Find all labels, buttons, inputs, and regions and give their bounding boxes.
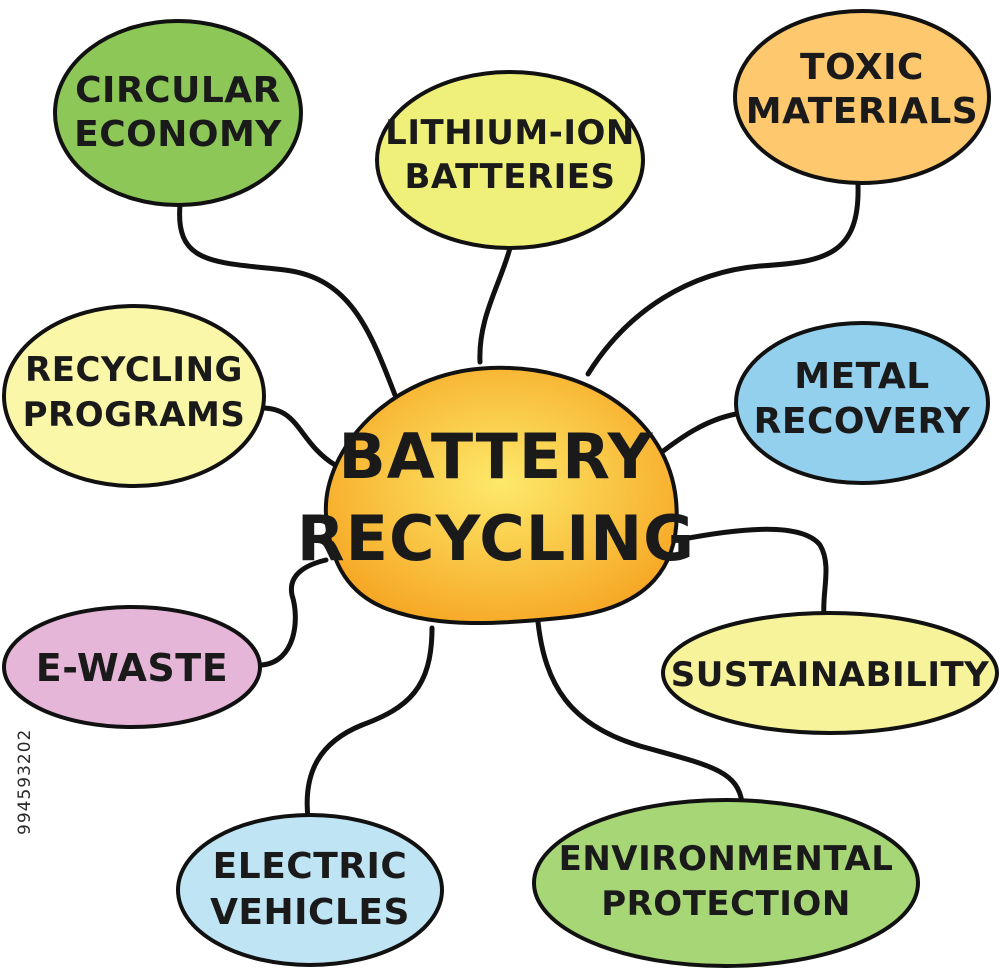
central-node: BATTERY RECYCLING — [297, 365, 695, 626]
label-circular-economy-1: CIRCULAR — [75, 70, 281, 111]
nodes: CIRCULAR ECONOMY LITHIUM-ION BATTERIES T… — [2, 9, 999, 968]
node-sustainability: SUSTAINABILITY — [661, 611, 999, 735]
label-e-waste: E-WASTE — [36, 646, 228, 690]
connector-e-waste — [259, 557, 329, 668]
connectors — [177, 182, 861, 821]
label-electric-vehicles-2: VEHICLES — [210, 892, 410, 933]
node-lithium-ion-batteries: LITHIUM-ION BATTERIES — [375, 70, 645, 250]
image-id: 994593202 — [15, 729, 35, 835]
node-circular-economy: CIRCULAR ECONOMY — [53, 19, 303, 207]
bubble-metal-recovery — [734, 321, 990, 485]
connector-metal-recovery — [655, 411, 739, 458]
label-environmental-protection-1: ENVIRONMENTAL — [559, 839, 894, 879]
label-toxic-materials-2: MATERIALS — [746, 91, 978, 132]
bubble-electric-vehicles — [176, 813, 444, 967]
connector-recycling-programs — [259, 405, 338, 468]
connector-environmental-protection — [535, 619, 745, 806]
bubble-circular-economy — [53, 19, 303, 207]
node-toxic-materials: TOXIC MATERIALS — [733, 9, 991, 185]
connector-electric-vehicles — [304, 625, 435, 821]
central-title-line1: BATTERY — [338, 420, 653, 493]
node-recycling-programs: RECYCLING PROGRAMS — [2, 304, 266, 488]
central-bubble — [323, 365, 679, 626]
node-electric-vehicles: ELECTRIC VEHICLES — [176, 813, 444, 967]
connector-sustainability — [675, 526, 829, 618]
connector-lithium-ion — [477, 245, 513, 365]
node-environmental-protection: ENVIRONMENTAL PROTECTION — [532, 798, 920, 968]
bubble-lithium-ion-batteries — [375, 70, 645, 250]
label-metal-recovery-1: METAL — [794, 356, 929, 397]
connector-toxic-materials — [585, 182, 861, 377]
bubble-toxic-materials — [733, 9, 991, 185]
bubble-sustainability — [661, 611, 999, 735]
bubble-e-waste — [2, 605, 262, 729]
label-environmental-protection-2: PROTECTION — [601, 884, 851, 924]
node-metal-recovery: METAL RECOVERY — [734, 321, 990, 485]
central-title-line2: RECYCLING — [297, 502, 695, 575]
bubble-recycling-programs — [2, 304, 266, 488]
node-e-waste: E-WASTE — [2, 605, 262, 729]
label-lithium-ion-2: BATTERIES — [404, 157, 615, 197]
label-circular-economy-2: ECONOMY — [74, 114, 282, 155]
bubble-environmental-protection — [532, 798, 920, 968]
label-electric-vehicles-1: ELECTRIC — [213, 846, 408, 887]
label-toxic-materials-1: TOXIC — [800, 47, 924, 88]
label-sustainability: SUSTAINABILITY — [671, 655, 990, 695]
connector-circular-economy — [177, 202, 398, 398]
label-recycling-programs-1: RECYCLING — [25, 350, 243, 390]
label-lithium-ion-1: LITHIUM-ION — [385, 113, 635, 153]
label-metal-recovery-2: RECOVERY — [754, 401, 971, 442]
label-recycling-programs-2: PROGRAMS — [23, 395, 246, 435]
